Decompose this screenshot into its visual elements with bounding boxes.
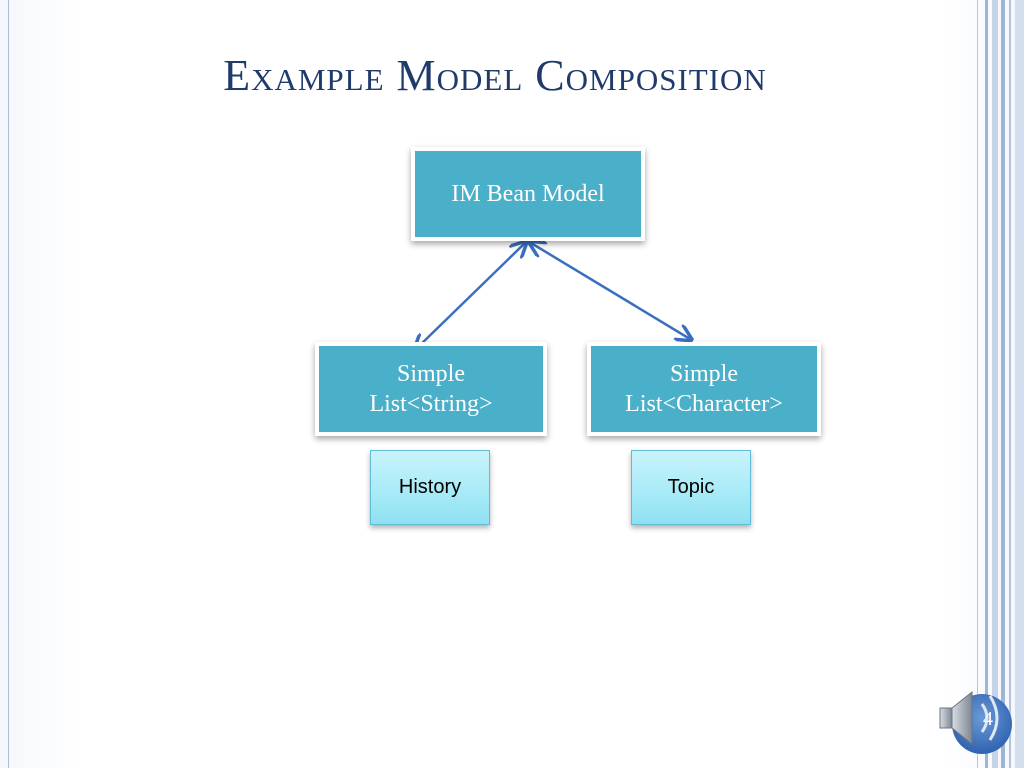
speaker-icon[interactable] bbox=[938, 684, 1018, 756]
tag-history: History bbox=[370, 450, 490, 525]
page-number: 4 bbox=[983, 708, 993, 730]
node-label-line: List<String> bbox=[369, 391, 493, 417]
left-rule bbox=[8, 0, 9, 768]
tag-label: Topic bbox=[667, 476, 715, 498]
node-label-line: List<Character> bbox=[625, 391, 783, 417]
right-rule-1 bbox=[977, 0, 978, 768]
node-label-line: Simple bbox=[396, 361, 465, 387]
right-rule-3 bbox=[992, 0, 998, 768]
tag-label: History bbox=[398, 476, 462, 498]
node-simple-list-string: Simple List<String> bbox=[315, 342, 547, 436]
slide-title: Example Model Composition bbox=[223, 51, 767, 100]
node-simple-list-character: Simple List<Character> bbox=[587, 342, 821, 436]
right-rule-4 bbox=[1001, 0, 1005, 768]
right-rule-5 bbox=[1009, 0, 1011, 768]
connector-root-to-right bbox=[531, 243, 690, 339]
right-rule-6 bbox=[1015, 0, 1024, 768]
connector-root-to-left bbox=[416, 243, 525, 349]
node-label-line: Simple bbox=[669, 361, 738, 387]
right-rule-2 bbox=[985, 0, 988, 768]
node-im-bean-model: IM Bean Model bbox=[411, 147, 645, 241]
node-label-line: IM Bean Model bbox=[451, 181, 605, 207]
tag-topic: Topic bbox=[631, 450, 751, 525]
